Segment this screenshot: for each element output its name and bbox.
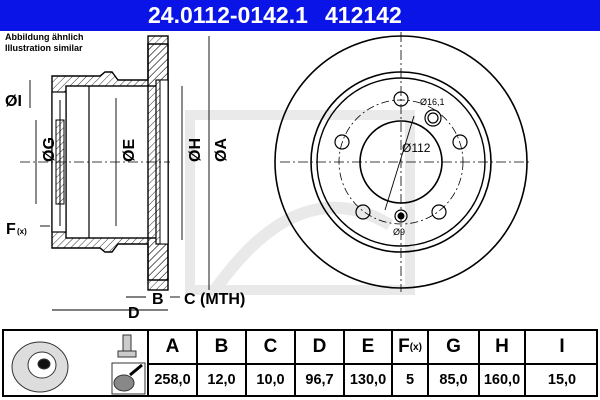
- note-line-de: Abbildung ähnlich: [5, 32, 84, 42]
- side-section-view: ØI ØG ØE ØH ØA F B C (MTH) D (x): [5, 35, 245, 322]
- front-view: [274, 32, 530, 292]
- value-h: 160,0: [483, 372, 521, 388]
- label-f: F: [6, 221, 16, 238]
- col-header-c: C: [263, 336, 278, 357]
- col-header-e: E: [361, 336, 375, 357]
- technical-drawing: ØI ØG ØE ØH ØA F B C (MTH) D (x): [5, 32, 530, 322]
- label-f-sub: (x): [17, 227, 27, 236]
- label-small-hole: Ø9: [393, 227, 405, 237]
- value-d: 96,7: [305, 372, 334, 388]
- col-header-b: B: [214, 336, 229, 357]
- label-d: D: [128, 305, 140, 322]
- label-c-mth: C (MTH): [184, 291, 245, 308]
- label-dia-g: ØG: [41, 137, 58, 162]
- label-dia-a: ØA: [213, 138, 230, 162]
- value-c: 10,0: [256, 372, 285, 388]
- col-header-d: D: [312, 336, 327, 357]
- spray-icon: [111, 362, 146, 395]
- col-header-f: F(x): [393, 331, 427, 363]
- col-header-f-sub: (x): [409, 341, 422, 353]
- label-dia-h: ØH: [187, 138, 204, 162]
- part-number: 24.0112-0142.1: [148, 2, 308, 28]
- value-e: 130,0: [349, 372, 387, 388]
- value-i: 15,0: [547, 372, 577, 388]
- label-dia-e: ØE: [121, 139, 138, 162]
- dimensions-table: A B C D E F(x) G H I 258,0 12,0 10,0 96,…: [2, 329, 598, 397]
- value-b: 12,0: [207, 372, 236, 388]
- col-header-g: G: [446, 336, 461, 357]
- value-f: 5: [405, 372, 415, 388]
- col-header-h: H: [495, 336, 509, 357]
- bolt-icon: [117, 334, 137, 358]
- value-a: 258,0: [154, 372, 191, 388]
- brake-disc-icon: [11, 341, 69, 393]
- col-header-f-label: F: [398, 336, 410, 357]
- illustration-note: Abbildung ähnlich Illustration similar: [5, 32, 84, 54]
- label-pcd: Ø112: [402, 141, 431, 155]
- label-dia-i: ØI: [5, 93, 22, 110]
- reference-number: 412142: [325, 2, 402, 28]
- col-header-i: I: [559, 336, 565, 357]
- label-b: B: [152, 291, 164, 308]
- icon-area: [4, 331, 147, 395]
- header-bar: 24.0112-0142.1 412142: [0, 0, 600, 31]
- label-bolt-hole: Ø16,1: [420, 97, 445, 107]
- note-line-en: Illustration similar: [5, 43, 83, 53]
- value-g: 85,0: [439, 372, 468, 388]
- col-header-a: A: [165, 336, 180, 357]
